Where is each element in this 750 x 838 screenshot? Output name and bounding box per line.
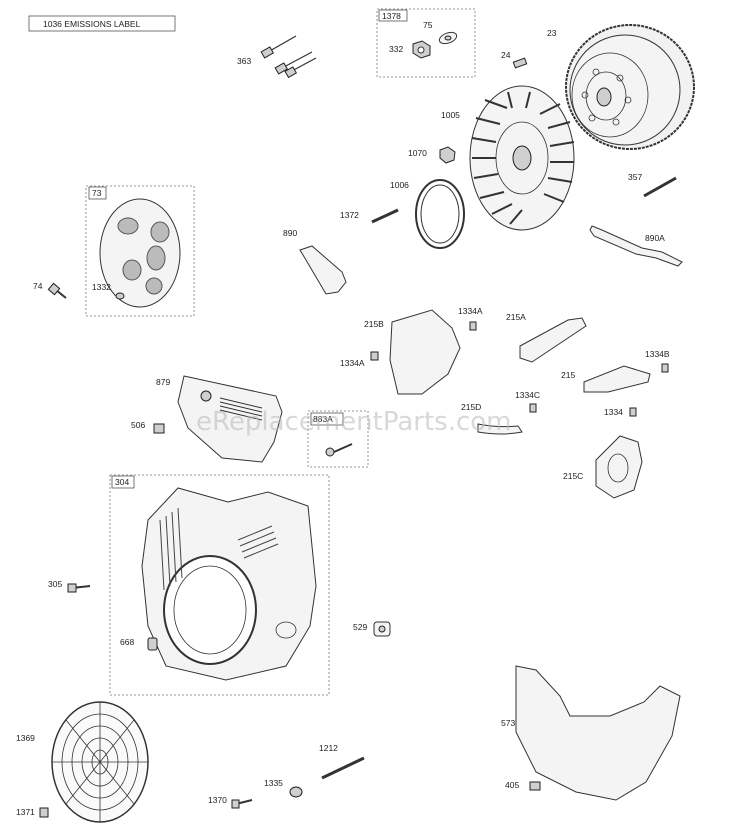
label-1212: 1212: [319, 743, 338, 753]
label-emissions: 1036 EMISSIONS LABEL: [43, 19, 141, 29]
part-215A-bracket: [519, 317, 587, 363]
part-890-bracket: [299, 245, 347, 295]
part-506-grommet: [153, 423, 165, 434]
part-890A-bracket: [589, 225, 683, 267]
part-357-pin: [643, 176, 677, 198]
label-1334A-left: 1334A: [340, 358, 365, 368]
part-668-spacer: [147, 637, 158, 651]
part-332-nut: [412, 40, 431, 59]
box-304: [109, 474, 330, 696]
emissions-label-box: [28, 15, 176, 32]
part-1005-cooling-fan: [469, 85, 575, 231]
part-1334C-screw: [529, 403, 537, 413]
label-1372: 1372: [340, 210, 359, 220]
part-879-cover: [177, 375, 283, 463]
part-1372-pin: [371, 208, 399, 224]
label-1334: 1334: [604, 407, 623, 417]
part-1070-nut: [439, 146, 456, 164]
label-1335: 1335: [264, 778, 283, 788]
label-1334C: 1334C: [515, 390, 540, 400]
part-1334A-screw-top: [469, 321, 477, 331]
part-23-flywheel: [565, 24, 695, 150]
label-24: 24: [501, 50, 511, 60]
label-1070: 1070: [408, 148, 427, 158]
part-1370-bolt: [231, 799, 253, 809]
box-73: [85, 185, 195, 317]
label-73: 73: [92, 188, 102, 198]
label-506: 506: [131, 420, 145, 430]
label-668: 668: [120, 637, 134, 647]
watermark: eReplacementParts.com: [196, 407, 512, 437]
label-529: 529: [353, 622, 367, 632]
part-74-bolt: [47, 282, 67, 299]
label-215C: 215C: [563, 471, 583, 481]
label-215B: 215B: [364, 319, 384, 329]
label-1332: 1332: [92, 282, 111, 292]
part-305-bolt: [67, 583, 91, 593]
part-529-cap: [373, 621, 391, 637]
part-1369-fan-guard: [51, 701, 149, 823]
part-363-screws: [260, 35, 317, 79]
label-1334A-top: 1334A: [458, 306, 483, 316]
part-1332-clip: [115, 292, 125, 300]
label-305: 305: [48, 579, 62, 589]
label-215A: 215A: [506, 312, 526, 322]
part-215D-clip: [477, 423, 523, 435]
label-363: 363: [237, 56, 251, 66]
part-304-blower-housing: [141, 487, 317, 681]
part-1334A-screw-left: [370, 351, 379, 361]
label-573: 573: [501, 718, 515, 728]
part-215-bracket: [583, 365, 651, 393]
label-23: 23: [547, 28, 557, 38]
label-405: 405: [505, 780, 519, 790]
part-1212-stud: [321, 756, 365, 780]
part-24-key: [512, 57, 528, 69]
label-890: 890: [283, 228, 297, 238]
label-74: 74: [33, 281, 43, 291]
part-573-baffle: [515, 665, 681, 801]
label-1334B: 1334B: [645, 349, 670, 359]
label-215D: 215D: [461, 402, 481, 412]
label-879: 879: [156, 377, 170, 387]
part-1335-nut: [289, 786, 303, 798]
label-1006: 1006: [390, 180, 409, 190]
label-75: 75: [423, 20, 433, 30]
box-883A: [307, 410, 369, 468]
part-73-air-filter-plate: [99, 198, 181, 308]
part-1334-screw: [629, 407, 637, 417]
part-1371-screw: [39, 807, 49, 818]
label-1370: 1370: [208, 795, 227, 805]
part-1006-ring: [415, 179, 465, 249]
label-1378: 1378: [382, 11, 401, 21]
label-304: 304: [115, 477, 129, 487]
label-1371: 1371: [16, 807, 35, 817]
part-1334B-screw: [661, 363, 669, 373]
label-890A: 890A: [645, 233, 665, 243]
label-883A: 883A: [313, 414, 333, 424]
label-332: 332: [389, 44, 403, 54]
part-215B-shield: [389, 309, 461, 395]
part-215C-shroud: [595, 435, 643, 499]
label-1369: 1369: [16, 733, 35, 743]
label-357: 357: [628, 172, 642, 182]
part-75-washer: [438, 31, 458, 45]
label-1005: 1005: [441, 110, 460, 120]
label-215: 215: [561, 370, 575, 380]
part-883A-screw: [325, 443, 353, 457]
part-405-screw: [529, 781, 541, 791]
box-1378: [376, 8, 476, 78]
